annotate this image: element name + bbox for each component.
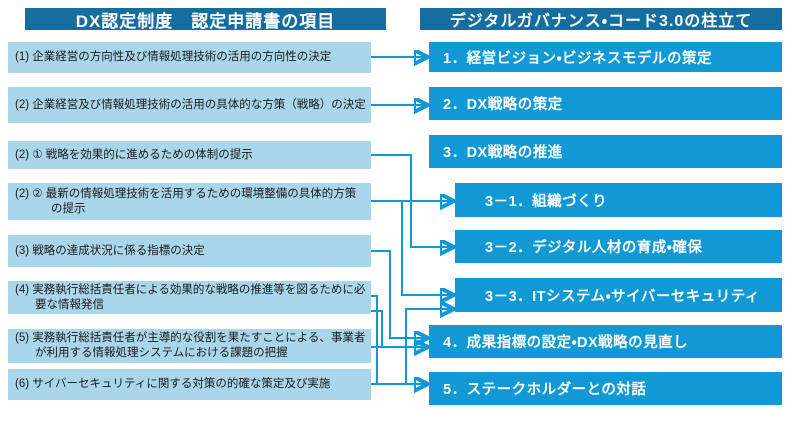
left-item-4-label: (4) 実務執行総括責任者による効果的な戦略の推進等を図るために必要な情報発信 xyxy=(15,283,366,311)
right-pillar-1: 1．経営ビジョン・ビジネスモデルの策定 xyxy=(429,42,782,72)
connector-2b-to-3-3 xyxy=(401,201,453,295)
left-item-5: (5) 実務執行総括責任者が主導的な役割を果たすことによる、事業者が利用する情報… xyxy=(8,329,371,363)
right-pillar-4: 4．成果指標の設定・DX戦略の見直し xyxy=(429,325,782,358)
left-item-2-2-label: (2) ② 最新の情報処理技術を活用するための環境整備の具体的方策の提示 xyxy=(15,187,357,215)
left-item-3: (3) 戦略の達成状況に係る指標の決定 xyxy=(8,235,371,267)
right-column-header: デジタルガバナンス・コード3.0の柱立て xyxy=(420,8,782,30)
right-header-label: デジタルガバナンス・コード3.0の柱立て xyxy=(449,13,753,30)
right-pillar-3-3-label: 3－3．ITシステム・サイバーセキュリティ xyxy=(485,288,760,305)
right-pillar-3-1: 3－1．組織づくり xyxy=(455,183,782,217)
right-pillar-3: 3．DX戦略の推進 xyxy=(429,135,782,168)
right-pillar-3-1-label: 3－1．組織づくり xyxy=(485,193,608,210)
left-item-3-label: (3) 戦略の達成状況に係る指標の決定 xyxy=(15,244,205,257)
connector-3-to-4 xyxy=(371,250,427,338)
right-pillar-5-label: 5．ステークホルダーとの対話 xyxy=(443,382,647,398)
right-pillar-3-2-label: 3－2．デジタル人材の育成・確保 xyxy=(485,240,703,256)
connector-4-drop-2 xyxy=(371,310,383,347)
left-item-2-2: (2) ② 最新の情報処理技術を活用するための環境整備の具体的方策の提示 xyxy=(8,183,371,220)
left-item-2: (2) 企業経営及び情報処理技術の活用の具体的な方策（戦略）の決定 xyxy=(8,87,371,123)
right-pillar-4-label: 4．成果指標の設定・DX戦略の見直し xyxy=(443,335,689,351)
left-item-6-label: (6) サイバーセキュリティに関する対策の的確な策定及び実施 xyxy=(15,378,331,390)
right-pillar-3-2: 3－2．デジタル人材の育成・確保 xyxy=(455,230,782,263)
left-item-6: (6) サイバーセキュリティに関する対策の的確な策定及び実施 xyxy=(8,369,371,400)
left-item-4: (4) 実務執行総括責任者による効果的な戦略の推進等を図るために必要な情報発信 xyxy=(8,281,371,314)
connector-4-drop xyxy=(371,295,378,384)
left-item-1: (1) 企業経営の方向性及び情報処理技術の活用の方向性の決定 xyxy=(8,42,371,73)
left-item-2-label: (2) 企業経営及び情報処理技術の活用の具体的な方策（戦略）の決定 xyxy=(15,98,366,111)
connector-2a-to-3-2 xyxy=(371,154,453,247)
right-pillar-5: 5．ステークホルダーとの対話 xyxy=(429,372,782,405)
right-pillar-3-3: 3－3．ITシステム・サイバーセキュリティ xyxy=(455,278,782,312)
left-item-5-label: (5) 実務執行総括責任者が主導的な役割を果たすことによる、事業者が利用する情報… xyxy=(15,332,366,359)
left-item-2-1-label: (2) ① 戦略を効果的に進めるための体制の提示 xyxy=(15,148,253,161)
left-item-1-label: (1) 企業経営の方向性及び情報処理技術の活用の方向性の決定 xyxy=(15,51,332,63)
left-item-2-1: (2) ① 戦略を効果的に進めるための体制の提示 xyxy=(8,141,371,169)
left-header-label: DX認定制度 認定申請書の項目 xyxy=(75,11,336,31)
right-pillar-2: 2．DX戦略の策定 xyxy=(429,87,782,120)
left-column-header: DX認定制度 認定申請書の項目 xyxy=(25,8,386,31)
right-pillar-3-label: 3．DX戦略の推進 xyxy=(443,145,563,161)
right-pillar-1-label: 1．経営ビジョン・ビジネスモデルの策定 xyxy=(443,50,712,67)
right-pillar-2-label: 2．DX戦略の策定 xyxy=(443,97,563,113)
